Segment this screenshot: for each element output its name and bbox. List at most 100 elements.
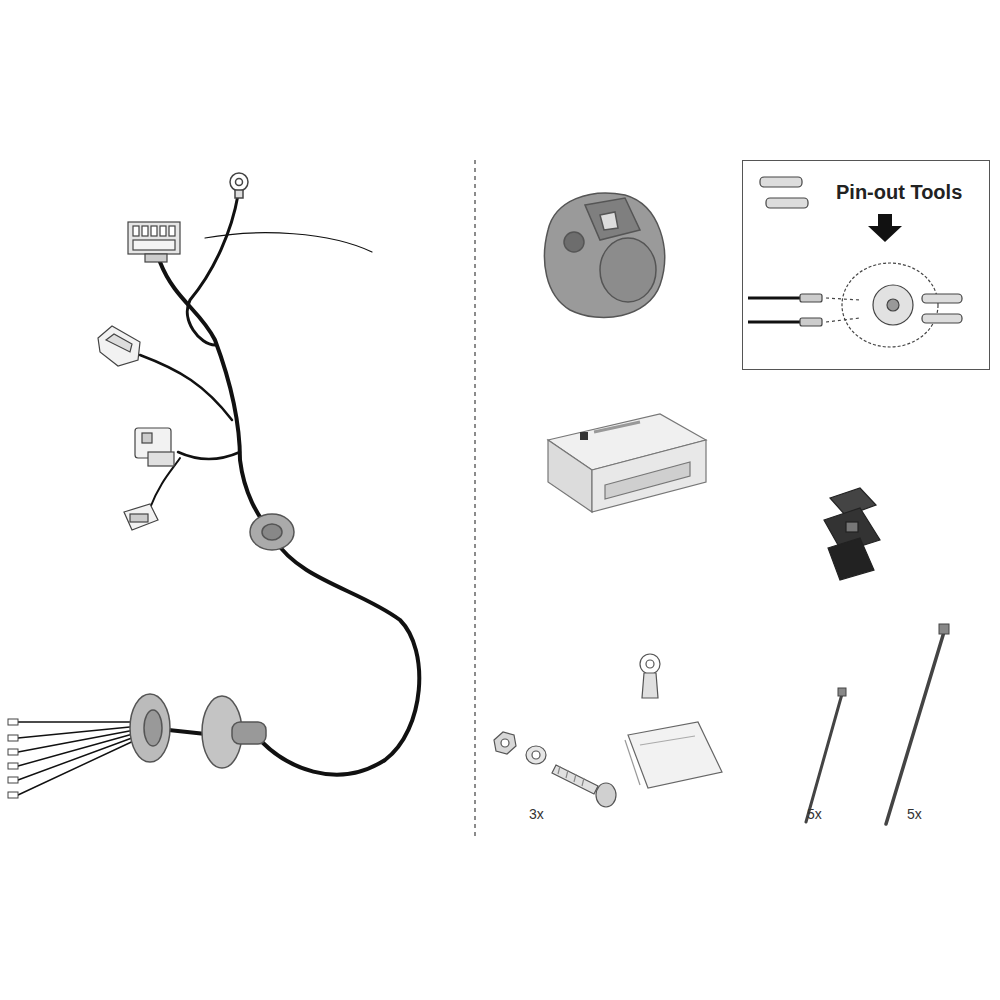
wire-terminals bbox=[8, 792, 18, 798]
control-module bbox=[548, 414, 706, 512]
bolt-nut-washer bbox=[552, 765, 598, 794]
multi-pin-connector bbox=[128, 222, 180, 262]
inset-panel: Pin-out Tools bbox=[742, 160, 990, 370]
pin-out-tools-illustration bbox=[800, 318, 822, 326]
multi-pin-connector bbox=[142, 226, 148, 236]
ring-terminal bbox=[230, 173, 248, 198]
bolt-nut-washer bbox=[526, 746, 546, 764]
cable-tie bbox=[838, 688, 846, 696]
wiring-harness bbox=[18, 732, 140, 766]
quantity-label: 5x bbox=[807, 806, 822, 822]
wire-connector bbox=[846, 522, 858, 532]
ring-terminal bbox=[236, 179, 243, 186]
small-plug bbox=[130, 514, 148, 522]
ring-terminal-loose bbox=[642, 673, 658, 698]
trailer-socket bbox=[600, 238, 656, 302]
multi-pin-connector bbox=[133, 240, 175, 250]
pin-out-tools-illustration bbox=[826, 298, 860, 300]
trailer-socket bbox=[564, 232, 584, 252]
wire-terminals bbox=[8, 735, 18, 741]
grommet bbox=[130, 694, 170, 762]
cable-tie bbox=[939, 624, 949, 634]
wiring-harness bbox=[187, 195, 238, 345]
adhesive-pad bbox=[625, 740, 640, 785]
pin-out-tools-illustration bbox=[842, 263, 938, 347]
bolt-nut-washer bbox=[494, 732, 616, 807]
wire-terminals bbox=[8, 719, 18, 798]
wiring-harness bbox=[178, 452, 240, 459]
quantity-label: 3x bbox=[529, 806, 544, 822]
grommet bbox=[144, 710, 162, 746]
trailer-socket bbox=[600, 212, 618, 230]
pin-out-tools-illustration bbox=[800, 294, 822, 302]
pin-out-tools-illustration bbox=[868, 214, 902, 242]
small-plug bbox=[124, 504, 158, 530]
control-module bbox=[548, 440, 592, 512]
quantity-label: 5x bbox=[907, 806, 922, 822]
relay-connector bbox=[142, 433, 152, 443]
adhesive-pad bbox=[625, 722, 722, 788]
ring-terminal bbox=[235, 190, 243, 198]
plug-connector bbox=[98, 326, 140, 366]
adhesive-pad bbox=[628, 722, 722, 788]
wire-terminals bbox=[8, 777, 18, 783]
wire-terminals bbox=[8, 719, 18, 725]
grommet bbox=[232, 722, 266, 744]
trailer-socket bbox=[585, 198, 640, 240]
bolt-nut-washer bbox=[494, 732, 516, 754]
bolt-nut-washer bbox=[532, 751, 540, 759]
ring-terminal-loose bbox=[640, 654, 660, 674]
grommet bbox=[250, 514, 294, 550]
pin-out-tools-illustration bbox=[748, 321, 800, 324]
plug-connector bbox=[106, 334, 132, 352]
wiring-harness bbox=[140, 355, 232, 420]
trailer-socket bbox=[544, 193, 664, 317]
pin-out-tools-illustration bbox=[826, 318, 860, 322]
pin-out-tools-illustration bbox=[887, 299, 899, 311]
bolt-nut-washer bbox=[596, 783, 616, 807]
wire-terminals bbox=[8, 749, 18, 755]
relay-connector bbox=[148, 452, 174, 466]
multi-pin-connector bbox=[151, 226, 157, 236]
pin-out-tools-illustration bbox=[760, 177, 802, 187]
pin-out-tools-illustration bbox=[748, 177, 962, 347]
pin-out-tools-illustration bbox=[873, 285, 913, 325]
grommet bbox=[262, 524, 282, 540]
adhesive-pad bbox=[640, 736, 695, 745]
trailer-socket bbox=[544, 193, 664, 317]
panel-heading: Pin-out Tools bbox=[836, 181, 962, 204]
wiring-harness bbox=[205, 233, 372, 252]
wiring-harness bbox=[18, 738, 140, 795]
plug-connector bbox=[98, 326, 140, 366]
ring-terminal-loose bbox=[640, 654, 660, 698]
relay-connector bbox=[135, 428, 174, 466]
control-module bbox=[605, 462, 690, 499]
cable-tie bbox=[806, 624, 949, 824]
pin-out-tools-illustration bbox=[922, 294, 962, 303]
ring-terminal bbox=[230, 173, 248, 191]
pin-out-tools-illustration bbox=[748, 297, 800, 300]
wiring-harness bbox=[18, 721, 140, 723]
multi-pin-connector bbox=[133, 226, 139, 236]
control-module bbox=[580, 432, 588, 440]
wire-terminals bbox=[8, 763, 18, 769]
control-module bbox=[594, 422, 640, 432]
wire-connector bbox=[824, 488, 880, 580]
cable-tie bbox=[806, 694, 842, 822]
bolt-nut-washer bbox=[501, 739, 509, 747]
grommet bbox=[130, 514, 294, 768]
ring-terminal-loose bbox=[646, 660, 654, 668]
cable-tie bbox=[886, 632, 944, 824]
small-plug bbox=[124, 504, 158, 530]
multi-pin-connector bbox=[160, 226, 166, 236]
multi-pin-connector bbox=[169, 226, 175, 236]
wiring-harness bbox=[18, 195, 419, 795]
multi-pin-connector bbox=[128, 222, 180, 254]
multi-pin-connector bbox=[145, 254, 167, 262]
control-module bbox=[592, 440, 706, 512]
pin-out-tools-illustration bbox=[766, 198, 808, 208]
divider-line bbox=[474, 160, 476, 840]
